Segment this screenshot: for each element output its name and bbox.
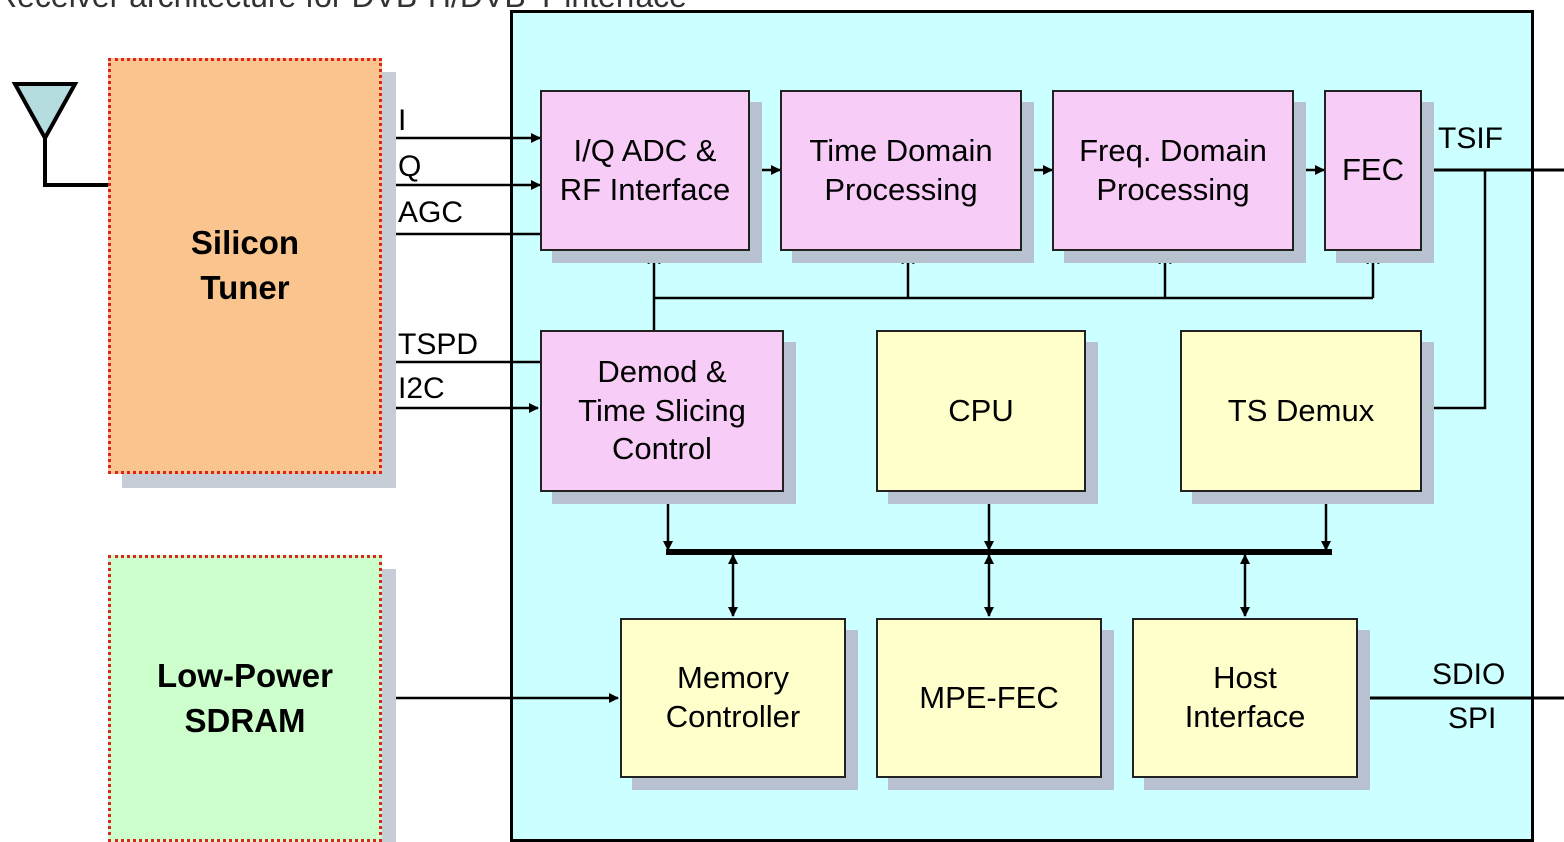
header-fragment: Receiver architecture for DVB-H/DVB-T in… [0,0,687,12]
ts-demux-label: TS Demux [1227,392,1375,428]
fec-label: FEC [1342,152,1404,188]
mpe-fec-block: MPE-FEC [876,618,1102,778]
host-interface-block: Host Interface [1132,618,1358,778]
signal-i-label: I [398,104,407,137]
freq-domain-label: Freq. Domain Processing [1079,132,1267,207]
signal-tspd-label: TSPD [398,328,479,361]
signal-i2c-label: I2C [398,372,445,405]
signal-sdio-label: SDIO [1432,658,1506,691]
host-interface-label: Host Interface [1184,660,1306,734]
cpu-label: CPU [948,392,1014,428]
ts-demux-block: TS Demux [1180,330,1422,492]
memory-controller-label: Memory Controller [665,660,801,734]
silicon-tuner-block: Silicon Tuner [108,58,382,474]
cpu-block: CPU [876,330,1086,492]
signal-agc-label: AGC [398,196,464,229]
freq-domain-block: Freq. Domain Processing [1052,90,1294,251]
signal-spi-label: SPI [1448,702,1497,735]
silicon-tuner-label: Silicon Tuner [190,224,300,306]
time-domain-label: Time Domain Processing [809,132,993,207]
fec-to-demux-line [1423,170,1487,413]
memory-controller-block: Memory Controller [620,618,846,778]
antenna-icon [11,82,79,160]
demod-label: Demod & Time Slicing Control [578,353,746,467]
iq-adc-block: I/Q ADC & RF Interface [540,90,750,251]
iq-adc-label: I/Q ADC & RF Interface [559,132,731,207]
fec-block: FEC [1324,90,1422,251]
signal-tsif-label: TSIF [1438,122,1503,155]
mpe-fec-label: MPE-FEC [919,679,1059,715]
sdram-label: Low-Power SDRAM [156,656,333,739]
time-domain-block: Time Domain Processing [780,90,1022,251]
demod-block: Demod & Time Slicing Control [540,330,784,492]
sdram-block: Low-Power SDRAM [108,555,382,842]
signal-q-label: Q [398,150,422,183]
